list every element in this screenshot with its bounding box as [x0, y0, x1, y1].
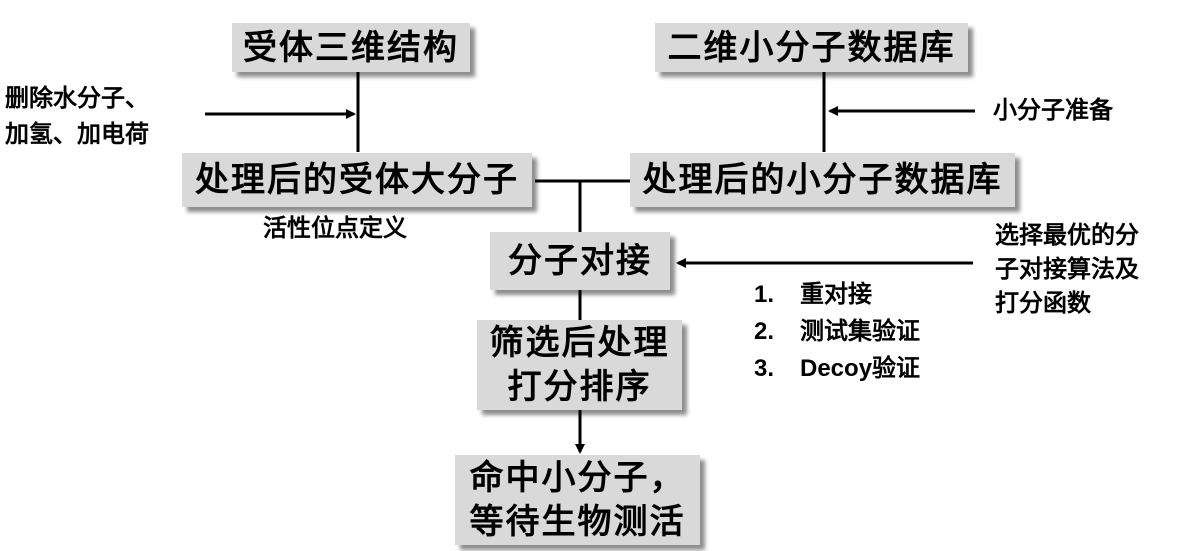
- post-processing-box: 筛选后处理 打分排序: [477, 320, 682, 410]
- ligand-2d-db-label: 二维小分子数据库: [667, 27, 956, 68]
- validation-step: 3. Decoy验证: [754, 350, 920, 387]
- active-site-label: 活性位点定义: [263, 214, 407, 242]
- ligand-2d-db-box: 二维小分子数据库: [655, 23, 968, 72]
- step-number: 2.: [754, 318, 775, 345]
- hits-line-2: 等待生物测活: [469, 502, 686, 542]
- receptor-prep-line-2: 加氢、加电荷: [5, 120, 149, 148]
- hits-box: 命中小分子， 等待生物测活: [455, 455, 700, 545]
- validation-steps-list: 1. 重对接 2. 测试集验证 3. Decoy验证: [754, 276, 920, 387]
- processed-receptor-label: 处理后的受体大分子: [195, 160, 519, 200]
- ligand-prep-note: 小分子准备: [993, 92, 1113, 128]
- processed-receptor-box: 处理后的受体大分子: [182, 153, 532, 207]
- post-processing-line-1: 筛选后处理: [489, 323, 670, 363]
- receptor-prep-note: 删除水分子、 加氢、加电荷: [5, 80, 149, 152]
- step-text: 重对接: [800, 280, 872, 308]
- validation-step: 1. 重对接: [754, 276, 920, 313]
- docking-label: 分子对接: [508, 241, 652, 281]
- active-site-note: 活性位点定义: [263, 210, 407, 246]
- validation-step: 2. 测试集验证: [754, 313, 920, 350]
- processed-ligand-db-label: 处理后的小分子数据库: [642, 160, 1003, 200]
- step-text: 测试集验证: [800, 317, 920, 345]
- algorithm-line-3: 打分函数: [995, 289, 1091, 317]
- step-number: 3.: [754, 355, 775, 382]
- post-processing-line-2: 打分排序: [507, 367, 652, 407]
- processed-ligand-db-box: 处理后的小分子数据库: [630, 153, 1015, 207]
- algorithm-line-2: 子对接算法及: [995, 255, 1139, 283]
- receptor-3d-box: 受体三维结构: [232, 23, 470, 72]
- hits-line-1: 命中小分子，: [469, 458, 686, 498]
- step-number: 1.: [754, 281, 775, 308]
- algorithm-selection-note: 选择最优的分 子对接算法及 打分函数: [995, 218, 1139, 320]
- algorithm-line-1: 选择最优的分: [995, 221, 1139, 249]
- step-text: Decoy验证: [800, 355, 921, 382]
- docking-box: 分子对接: [490, 232, 670, 290]
- receptor-3d-label: 受体三维结构: [243, 27, 459, 68]
- receptor-prep-line-1: 删除水分子、: [5, 84, 149, 112]
- ligand-prep-label: 小分子准备: [993, 96, 1113, 124]
